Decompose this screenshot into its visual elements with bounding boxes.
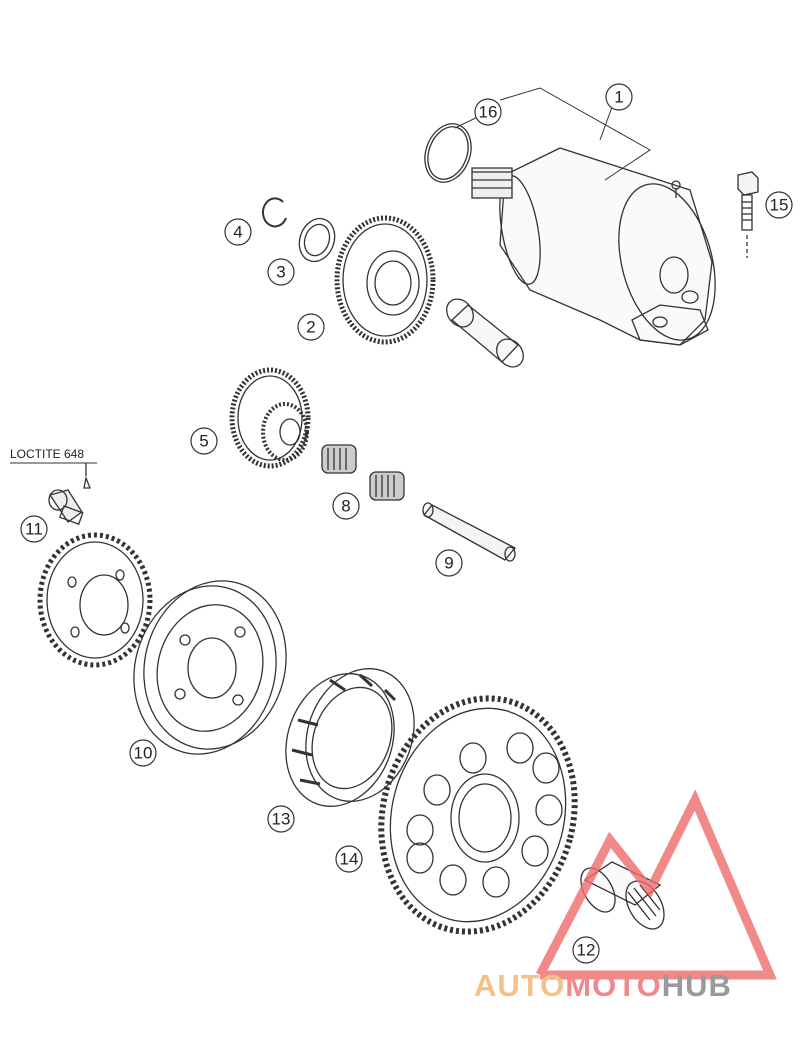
callout-label: 1 [614, 88, 623, 107]
callout-label: 8 [341, 497, 350, 516]
o-ring-part [424, 123, 472, 183]
shaft-part [422, 502, 517, 562]
double-gear-part [229, 367, 311, 469]
washer-part [298, 217, 336, 263]
watermark-hub: HUB [661, 968, 732, 1003]
callout-label: 15 [770, 196, 789, 215]
callout-label: 2 [306, 318, 315, 337]
needle-bearing-part [321, 444, 405, 501]
starter-driven-gear-part [378, 695, 578, 935]
callout-label: 3 [276, 263, 285, 282]
watermark-moto: MOTO [565, 968, 662, 1003]
callout-circles [20, 83, 793, 964]
freewheel-part [285, 668, 415, 807]
starter-motor-part [471, 147, 716, 346]
bolt-part [737, 171, 759, 258]
callout-label: 11 [25, 520, 43, 539]
callout-label: 4 [233, 223, 242, 242]
freewheel-gear-part [37, 532, 153, 668]
intermediate-gear-part [334, 215, 436, 345]
callout-label: 16 [479, 103, 498, 122]
watermark-logo-mark [536, 789, 777, 980]
screw-part [48, 463, 91, 525]
callout-label: 10 [134, 744, 153, 763]
watermark-logo: AUTOMOTOHUB [474, 968, 732, 1004]
callout-label: 12 [577, 941, 596, 960]
loctite-note: LOCTITE 648 [10, 447, 84, 461]
watermark-auto: AUTO [474, 968, 566, 1003]
sleeve-part [446, 298, 524, 368]
needle-bush-part [580, 861, 665, 930]
flywheel-part [133, 580, 287, 755]
leader-lines [10, 87, 651, 464]
circlip-part [262, 197, 287, 228]
callout-label: 5 [199, 432, 208, 451]
callout-label: 13 [272, 810, 291, 829]
callout-label: 14 [340, 850, 359, 869]
callout-label: 9 [444, 554, 453, 573]
